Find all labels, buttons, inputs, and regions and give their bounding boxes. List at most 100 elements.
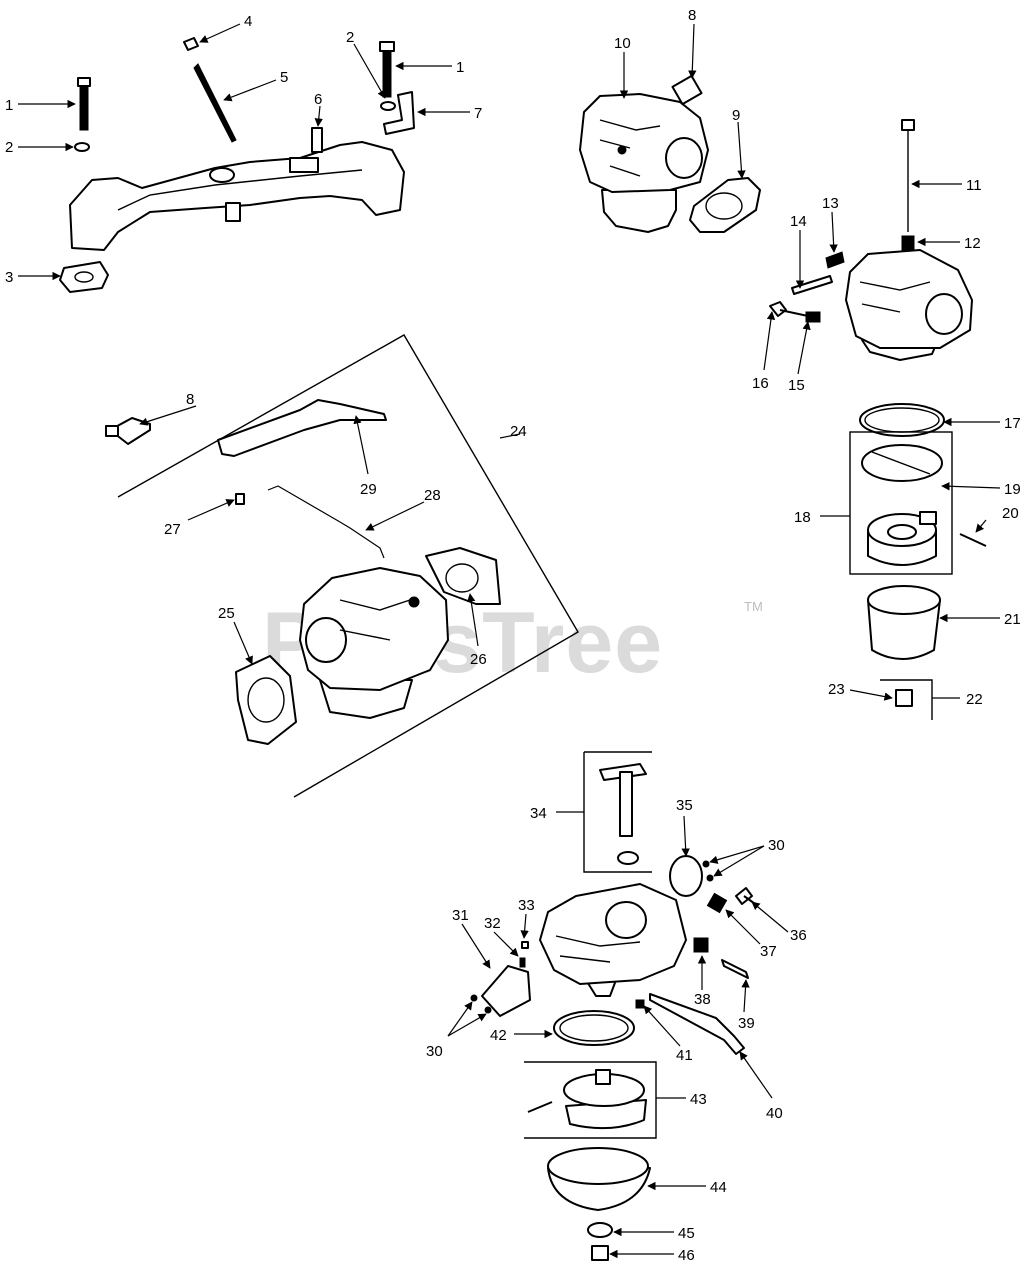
callout-24: 24 [510, 423, 527, 440]
plate-35 [669, 855, 703, 897]
callout-44: 44 [710, 1179, 727, 1196]
intake-manifold [69, 141, 405, 251]
callout-14: 14 [790, 213, 807, 230]
callout-46: 46 [678, 1247, 695, 1264]
kit-outline-24 [117, 334, 579, 798]
oring-42 [553, 1010, 635, 1046]
callout-41: 41 [676, 1047, 693, 1064]
pin-20 [959, 533, 987, 547]
bracket-7 [383, 91, 415, 135]
callout-43: 43 [690, 1091, 707, 1108]
callout-6: 6 [314, 91, 322, 108]
fitting-8 [105, 417, 151, 445]
gasket-25 [235, 655, 297, 745]
throttle-link-29 [217, 399, 387, 457]
callout-10: 10 [614, 35, 631, 52]
callout-8: 8 [688, 7, 696, 24]
callout-25: 25 [218, 605, 235, 622]
screw-39 [721, 959, 749, 979]
callout-22: 22 [966, 691, 983, 708]
screw-30a [702, 860, 710, 868]
oring-17 [859, 403, 945, 437]
spring-38 [693, 937, 709, 953]
callout-18: 18 [794, 509, 811, 526]
washer-45 [587, 1222, 613, 1238]
screw-16 [769, 301, 809, 317]
callout-39: 39 [738, 1015, 755, 1032]
callout-labels: 1 2 3 4 5 6 7 2 1 8 10 9 11 12 13 14 16 … [5, 7, 1021, 1264]
callout-23: 23 [828, 681, 845, 698]
callout-2: 2 [5, 139, 13, 156]
callout-28: 28 [424, 487, 441, 504]
clip-27 [235, 493, 245, 505]
screw-46 [591, 1245, 609, 1261]
diaphragm-31 [481, 965, 531, 1017]
callout-34: 34 [530, 805, 547, 822]
callout-35: 35 [676, 797, 693, 814]
callout-30-lower: 30 [426, 1043, 443, 1060]
callout-29: 29 [360, 481, 377, 498]
float-43 [563, 1069, 647, 1130]
plug-33 [521, 941, 529, 949]
bolt-11 [901, 119, 915, 232]
screw-23 [895, 689, 913, 707]
callout-4: 4 [244, 13, 252, 30]
manifold-bolt-left [77, 77, 91, 131]
callout-1-right: 1 [456, 59, 464, 76]
callout-7: 7 [474, 105, 482, 122]
float-bowl-21 [867, 585, 941, 660]
fitting-6 [311, 127, 323, 153]
trademark-mark: TM [744, 599, 763, 614]
float-pin [527, 1101, 553, 1113]
spring-15 [805, 311, 821, 323]
carburetor-kit [299, 567, 449, 719]
callout-38: 38 [694, 991, 711, 1008]
callout-20: 20 [1002, 505, 1019, 522]
callout-1: 1 [5, 97, 13, 114]
callout-17: 17 [1004, 415, 1021, 432]
carburetor-right [845, 249, 973, 361]
spring-12 [901, 235, 915, 251]
callout-32: 32 [484, 915, 501, 932]
carb-gasket-9 [689, 177, 761, 233]
callout-8-kit: 8 [186, 391, 194, 408]
callout-40: 40 [766, 1105, 783, 1122]
pin-32 [519, 957, 526, 968]
callout-13: 13 [822, 195, 839, 212]
throttle-shaft-box-34 [583, 751, 652, 873]
callout-36: 36 [790, 927, 807, 944]
screw-30b [470, 994, 478, 1002]
gasket-26 [425, 547, 501, 605]
callout-45: 45 [678, 1225, 695, 1242]
spring-37 [706, 892, 728, 914]
manifold-bolt-right [379, 41, 395, 98]
screw-14 [791, 275, 833, 295]
cap-4 [183, 37, 199, 51]
callout-11: 11 [966, 177, 982, 194]
callout-26: 26 [470, 651, 487, 668]
float-assembly [867, 511, 937, 566]
carburetor-body-lower [539, 883, 687, 997]
float-kit-box [849, 431, 953, 575]
rod-28 [267, 485, 385, 559]
callout-31: 31 [452, 907, 469, 924]
manifold-gasket [59, 261, 109, 293]
stud-5 [193, 63, 237, 143]
callout-33: 33 [518, 897, 535, 914]
callout-2-right: 2 [346, 29, 354, 46]
screw-36 [735, 887, 759, 907]
carburetor-assembly-top [579, 74, 709, 233]
float-box-43 [524, 1061, 657, 1139]
callout-30-upper: 30 [768, 837, 785, 854]
callout-16: 16 [752, 375, 769, 392]
washer-right [380, 101, 396, 111]
callout-42: 42 [490, 1027, 507, 1044]
choke-shaft-40 [649, 993, 745, 1055]
screw-41 [635, 999, 645, 1009]
callout-9: 9 [732, 107, 740, 124]
callout-21: 21 [1004, 611, 1021, 628]
bowl-44 [547, 1147, 651, 1211]
drain-box-22 [880, 679, 933, 720]
